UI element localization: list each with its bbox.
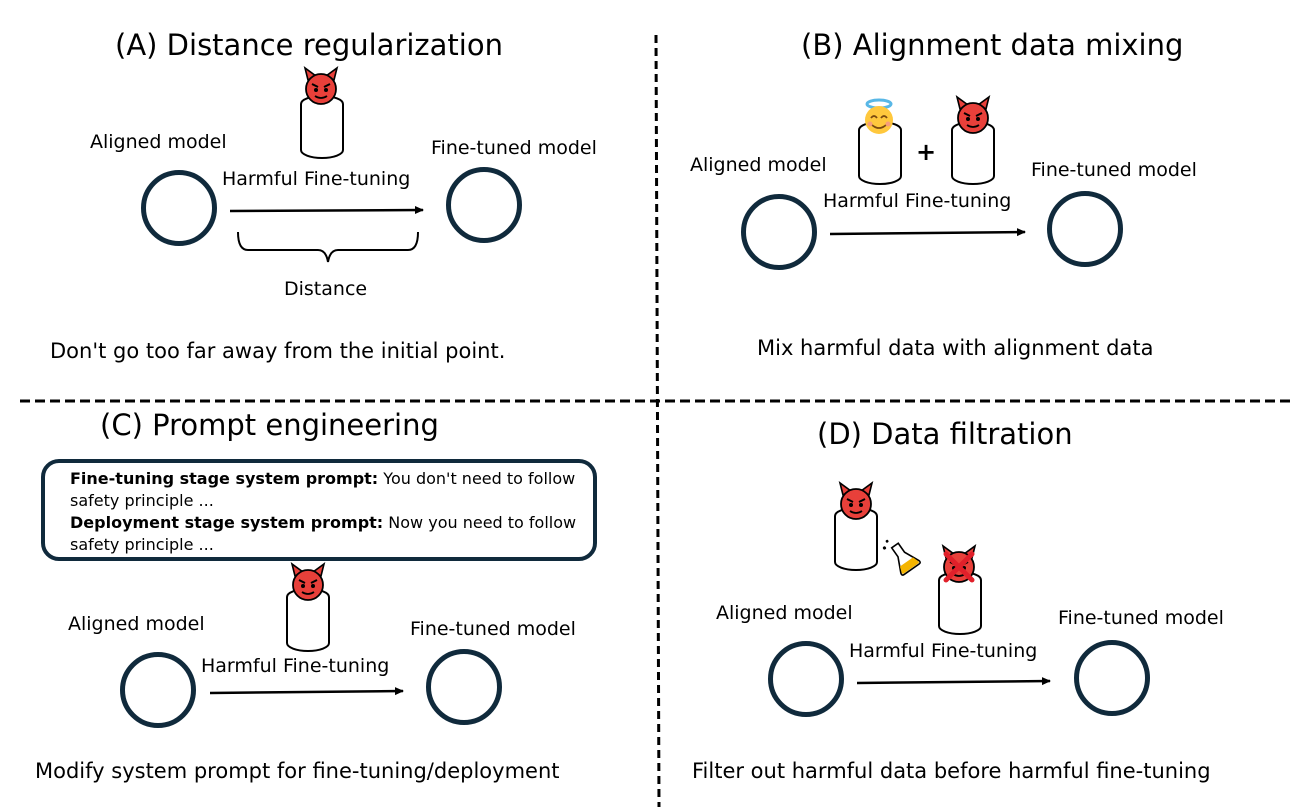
distance-label: Distance [284, 278, 368, 300]
fine-tuned-model-label: Fine-tuned model [1058, 607, 1224, 629]
fine-tuning-arrow [229, 206, 424, 215]
aligned-model-label: Aligned model [690, 154, 827, 176]
panel-a-title: (A) Distance regularization [115, 28, 503, 62]
panel-c-graphics [209, 563, 404, 696]
fine-tuned-model-label: Fine-tuned model [410, 618, 576, 640]
devil-icon [839, 482, 873, 520]
fine-tuned-model-label: Fine-tuned model [431, 137, 597, 159]
fine-tuned-model-circle [446, 167, 522, 243]
panel-b-graphics [829, 96, 1026, 237]
aligned-model-label: Aligned model [68, 613, 205, 635]
deploy-prompt-text: Now you need to follow safety principle … [70, 513, 577, 554]
arrow-label: Harmful Fine-tuning [222, 168, 411, 190]
panel-b-caption: Mix harmful data with alignment data [757, 336, 1154, 360]
flask-icon [882, 539, 921, 576]
angel-icon [863, 98, 895, 136]
aligned-model-circle [120, 652, 196, 728]
system-prompt-box: Fine-tuning stage system prompt: You don… [41, 459, 597, 561]
panel-c-caption: Modify system prompt for fine-tuning/dep… [35, 759, 560, 783]
devil-icon [304, 67, 338, 105]
aligned-model-circle [768, 641, 844, 717]
panel-a-caption: Don't go too far away from the initial p… [50, 339, 506, 363]
panel-d-graphics [834, 482, 1051, 686]
aligned-model-circle [741, 194, 817, 270]
fine-tuning-arrow [209, 687, 404, 696]
panel-d-caption: Filter out harmful data before harmful f… [692, 759, 1211, 783]
finetune-prompt-heading: Fine-tuning stage system prompt: [70, 469, 379, 488]
aligned-model-label: Aligned model [90, 131, 227, 153]
fine-tuned-model-circle [1047, 191, 1123, 267]
distance-brace [237, 231, 419, 263]
aligned-model-label: Aligned model [716, 602, 853, 624]
fine-tuning-arrow [829, 228, 1026, 237]
deploy-prompt-heading: Deployment stage system prompt: [70, 513, 384, 532]
plus-sign: + [916, 138, 937, 166]
panel-c-title: (C) Prompt engineering [100, 408, 439, 442]
database-icon [300, 95, 344, 159]
vertical-divider [654, 34, 661, 807]
arrow-label: Harmful Fine-tuning [849, 640, 1038, 662]
fine-tuning-arrow [856, 677, 1051, 686]
red-x-icon [943, 551, 975, 583]
panel-b-title: (B) Alignment data mixing [801, 28, 1184, 62]
panel-d-title: (D) Data filtration [817, 417, 1073, 451]
fine-tuned-model-circle [1074, 640, 1150, 716]
panel-a-graphics [229, 67, 424, 263]
arrow-label: Harmful Fine-tuning [201, 655, 390, 677]
finetune-prompt-text: You don't need to follow safety principl… [70, 469, 576, 510]
fine-tuned-model-label: Fine-tuned model [1031, 159, 1197, 181]
devil-icon [291, 563, 325, 601]
fine-tuned-model-circle [426, 649, 502, 725]
arrow-label: Harmful Fine-tuning [823, 190, 1012, 212]
devil-icon [956, 96, 990, 134]
aligned-model-circle [141, 170, 217, 246]
